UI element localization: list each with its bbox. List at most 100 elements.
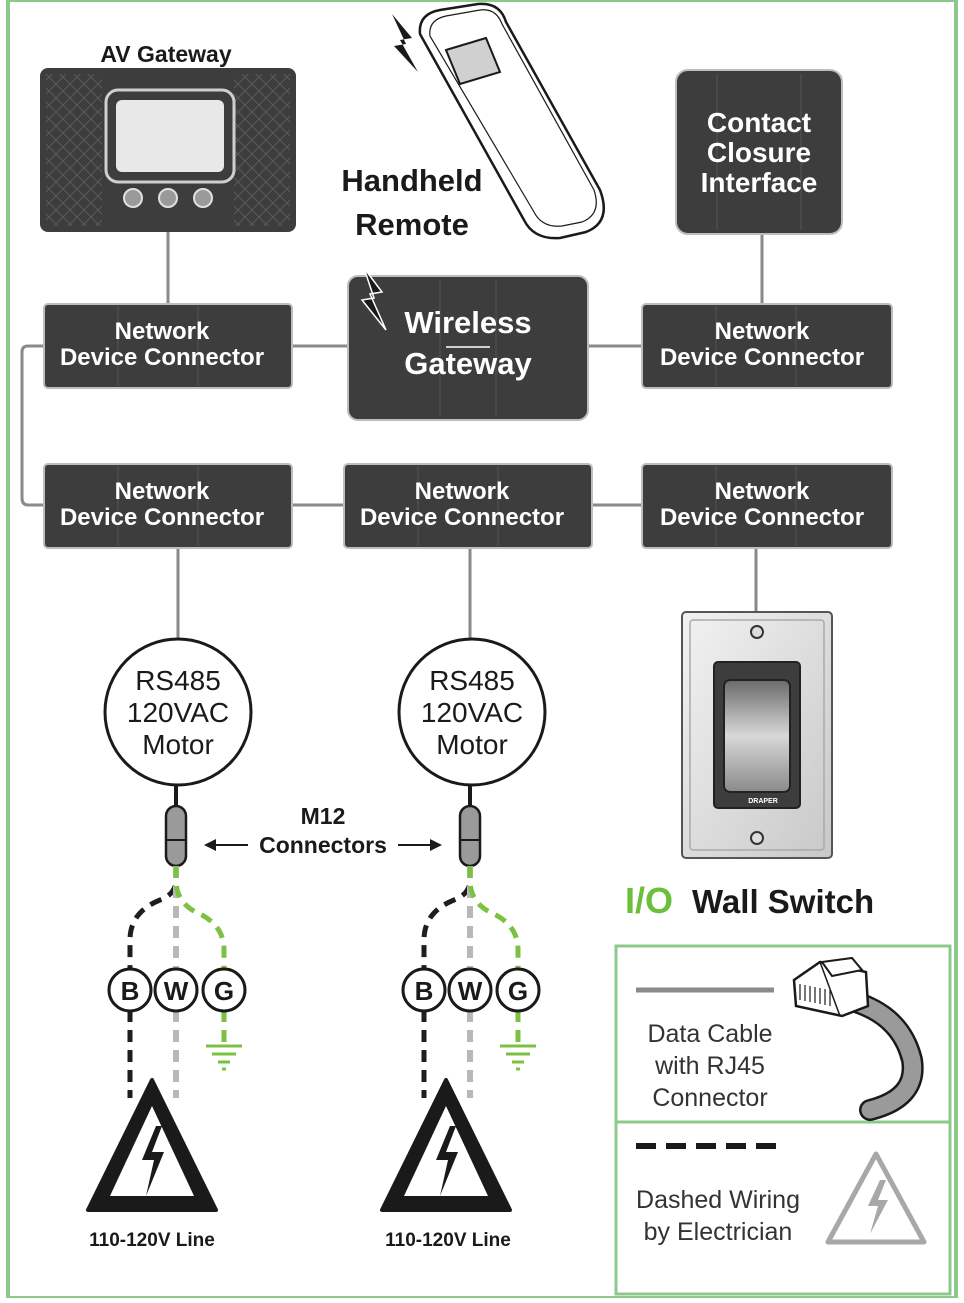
- high-voltage-warning-icon: [380, 1078, 512, 1212]
- wall-switch-label: Wall Switch: [692, 883, 874, 920]
- ndc-body: [343, 463, 593, 549]
- ground-wire-upper: [173, 866, 227, 968]
- arrow-right-head: [430, 839, 442, 851]
- m12-label-line2: Connectors: [259, 832, 387, 858]
- legend-dash-line2: by Electrician: [644, 1218, 793, 1246]
- av-gateway-button: [123, 188, 143, 208]
- ndc-bottom-left: Network Device Connector: [43, 463, 293, 549]
- high-voltage-warning-icon: [86, 1078, 218, 1212]
- switch-plate-bevel: [689, 619, 825, 851]
- switch-screw-top: [750, 625, 764, 639]
- av-gateway-button: [158, 188, 178, 208]
- av-gateway-screen: [116, 100, 224, 172]
- remote-edge: [429, 9, 597, 227]
- ndc-label-line2: Device Connector: [660, 504, 864, 531]
- ground-symbol-icon: [206, 1044, 242, 1071]
- m12-connector-1: [164, 785, 188, 868]
- wireless-gateway-label-line1: Wireless: [404, 305, 531, 340]
- terminal-g: [201, 967, 247, 1013]
- motor-label-line1: RS485: [429, 665, 515, 696]
- legend: Data Cable with RJ45 Connector Dashed Wi…: [614, 944, 952, 1296]
- av-gateway-right-grille: [234, 74, 290, 226]
- switch-brand: DRAPER: [748, 798, 778, 805]
- motor-label-line3: Motor: [436, 729, 508, 760]
- contact-closure-label-line1: Contact: [707, 107, 811, 138]
- terminal-b: [401, 967, 447, 1013]
- black-wire-upper: [127, 866, 179, 968]
- ndc-label-line1: Network: [715, 478, 810, 505]
- legend-box: [614, 944, 952, 1296]
- ndc-label-line2: Device Connector: [60, 344, 264, 371]
- ndc-label-line2: Device Connector: [360, 504, 564, 531]
- terminal-g-label: G: [508, 976, 528, 1006]
- ndc-top-right: Network Device Connector: [641, 303, 893, 389]
- av-gateway-screen-bezel: [104, 88, 236, 184]
- legend-dash-line1: Dashed Wiring: [636, 1186, 800, 1214]
- wireless-gateway-label-line2: Gateway: [404, 346, 532, 381]
- terminal-g-label: G: [214, 976, 234, 1006]
- ndc-body: [43, 303, 293, 389]
- ndc-body: [641, 303, 893, 389]
- field-wiring-1: B W G 110-120V Line: [86, 866, 247, 1251]
- legend-data-line1: Data Cable: [647, 1020, 772, 1048]
- ndc-label-line2: Device Connector: [60, 504, 264, 531]
- contact-closure-label-line3: Interface: [701, 167, 818, 198]
- ndc-bottom-right: Network Device Connector: [641, 463, 893, 549]
- remote-screen: [444, 36, 502, 86]
- black-wire-upper: [421, 866, 473, 968]
- motor-1: RS485 120VAC Motor: [103, 637, 253, 787]
- ground-wire-upper: [467, 866, 521, 968]
- io-logo: I/O: [625, 880, 673, 921]
- arrow-left-head: [204, 839, 216, 851]
- high-voltage-warning-icon: [825, 1151, 927, 1245]
- motor-label-line1: RS485: [135, 665, 221, 696]
- ndc-top-left: Network Device Connector: [43, 303, 293, 389]
- m12-label-line1: M12: [301, 803, 346, 829]
- m12-connector-2: [458, 785, 482, 868]
- ground-symbol-icon: [500, 1044, 536, 1071]
- av-gateway-label: AV Gateway: [100, 41, 231, 67]
- line-voltage-label: 110-120V Line: [89, 1230, 215, 1251]
- m12-plug: [458, 804, 482, 868]
- handheld-remote: Handheld Remote: [341, 2, 605, 242]
- av-gateway-left-grille: [46, 74, 102, 226]
- terminal-b-label: B: [121, 976, 140, 1006]
- terminal-w: [153, 967, 199, 1013]
- motor-label-line3: Motor: [142, 729, 214, 760]
- ndc-label-line1: Network: [115, 478, 210, 505]
- ndc-body: [641, 463, 893, 549]
- ndc-label-line1: Network: [715, 318, 810, 345]
- wall-switch: DRAPER I/O Wall Switch: [625, 611, 874, 921]
- rj45-plug-icon: [792, 956, 924, 1121]
- terminal-b-label: B: [415, 976, 434, 1006]
- field-wiring-2: B W G 110-120V Line: [380, 866, 541, 1251]
- av-gateway-button: [193, 188, 213, 208]
- wireless-gateway: Wireless Gateway: [347, 267, 589, 421]
- cable-loop-left: [20, 344, 44, 507]
- terminal-g: [495, 967, 541, 1013]
- ndc-label-line1: Network: [415, 478, 510, 505]
- motor-label-line2: 120VAC: [421, 697, 523, 728]
- terminal-w-label: W: [458, 976, 483, 1006]
- switch-rocker: [723, 679, 791, 793]
- ndc-label-line1: Network: [115, 318, 210, 345]
- line-voltage-label: 110-120V Line: [385, 1230, 511, 1251]
- lightning-bolt-icon: [392, 14, 418, 72]
- contact-closure-label-line2: Closure: [707, 137, 811, 168]
- data-cables: [20, 232, 764, 640]
- contact-closure-interface: Contact Closure Interface: [675, 69, 843, 235]
- m12-callout: M12 Connectors: [204, 803, 442, 858]
- terminal-w-label: W: [164, 976, 189, 1006]
- motor-2: RS485 120VAC Motor: [397, 637, 547, 787]
- av-gateway: AV Gateway: [40, 41, 296, 232]
- lightning-bolt-icon: [360, 267, 387, 331]
- ndc-label-line2: Device Connector: [660, 344, 864, 371]
- ndc-bottom-middle: Network Device Connector: [343, 463, 593, 549]
- remote-label-line1: Handheld: [341, 163, 482, 198]
- legend-data-line2: with RJ45: [654, 1052, 765, 1080]
- ndc-body: [43, 463, 293, 549]
- m12-plug: [164, 804, 188, 868]
- motor-label-line2: 120VAC: [127, 697, 229, 728]
